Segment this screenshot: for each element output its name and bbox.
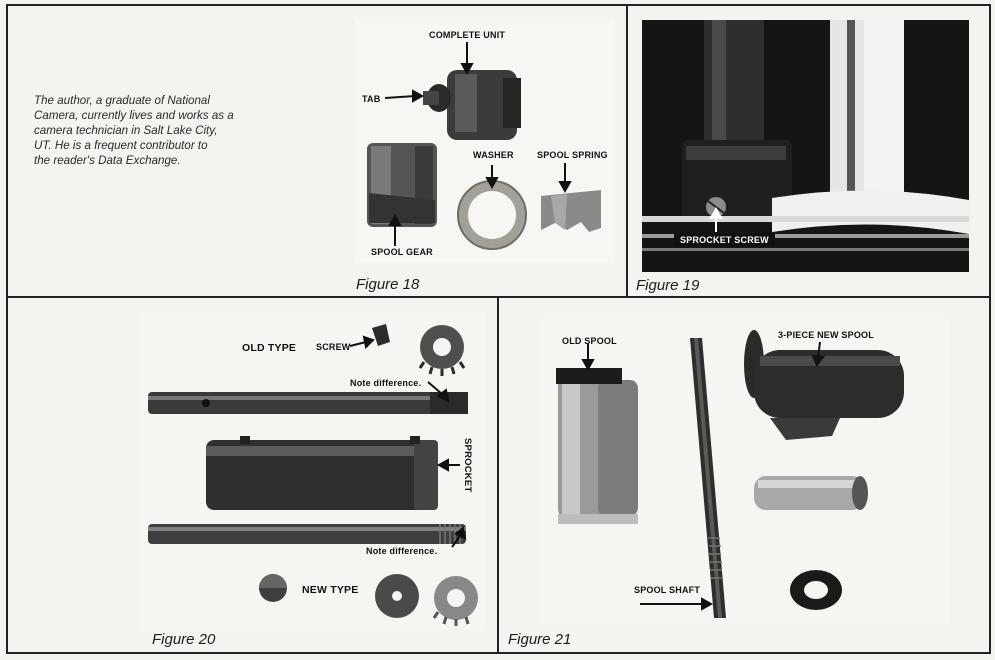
top-border [6,4,991,6]
figure-18-photo [355,18,615,263]
bio-line: Camera, currently lives and works as a [34,109,234,122]
top-column-divider [626,4,628,298]
complete-unit-part [423,70,521,140]
figure-19-illustration [642,20,969,272]
figure-19-photo [642,20,969,272]
bio-line: The author, a graduate of National [34,94,210,107]
left-border [6,4,8,654]
sprocket-screw-arrow [709,206,723,232]
figure-19-caption: Figure 19 [636,277,700,294]
author-bio: The author, a graduate of National Camer… [34,93,284,168]
old-gear-part [418,325,466,376]
bio-line: camera technician in Salt Lake City, [34,124,218,137]
figure-20-arrows [349,335,467,548]
figure-21-arrows [581,341,825,611]
old-spool-label: OLD SPOOL [562,336,617,346]
figure-20-parts-illustration [148,324,478,626]
figure-21-caption: Figure 21 [508,631,572,648]
tab-label: TAB [362,94,381,104]
new-spool-part [744,330,904,440]
note-difference-label-1: Note difference. [350,378,422,388]
bio-line: UT. He is a frequent contributor to [34,139,208,152]
new-shaft-part [148,524,466,544]
bottom-column-divider [497,296,499,654]
sprocket-label: SPROCKET [462,438,473,493]
complete-unit-label: COMPLETE UNIT [429,30,506,40]
new-spool-label: 3-PIECE NEW SPOOL [778,330,874,340]
spool-spring-part [541,190,601,232]
new-type-label: NEW TYPE [302,584,359,596]
figure-18-caption: Figure 18 [356,276,420,293]
old-type-label: OLD TYPE [242,342,297,354]
figure-21-photo [540,318,950,624]
rubber-washer-part [790,570,842,610]
sprocket-part [206,436,438,510]
screw-label: SCREW [316,342,351,352]
old-spool-part [556,368,638,524]
washer-part [457,180,527,250]
figure-21-parts-illustration [556,330,904,618]
figure-20-photo [140,312,485,630]
spool-spring-label: SPOOL SPRING [537,150,608,160]
washer-label: WASHER [473,150,514,160]
sleeve-part [754,476,868,510]
note-difference-label-2: Note difference. [366,546,438,556]
bio-line: the reader's Data Exchange. [34,154,181,167]
screw-part [372,324,390,346]
figure-18-parts-illustration [367,42,601,250]
new-type-gear-part [375,574,419,618]
new-type-sprocket-part [432,576,478,626]
right-border [989,4,991,654]
old-shaft-part [148,392,468,414]
sprocket-screw-label: SPROCKET SCREW [674,233,775,247]
figure-20-caption: Figure 20 [152,631,216,648]
new-type-washer-part [259,574,287,602]
spool-shaft-label: SPOOL SHAFT [634,585,701,595]
spool-gear-part [367,143,437,227]
figure-18-arrows [384,42,572,246]
spool-shaft-part [690,338,726,618]
spool-gear-label: SPOOL GEAR [371,247,433,257]
